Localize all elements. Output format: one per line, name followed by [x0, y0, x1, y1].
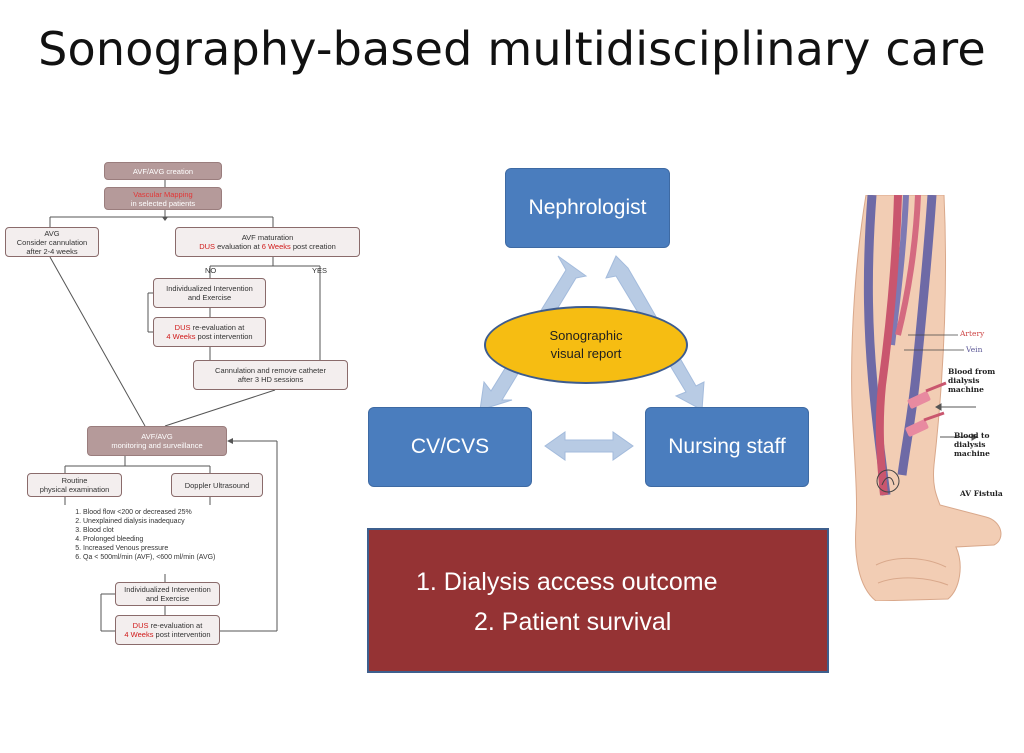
nursing-staff-box: Nursing staff	[645, 407, 809, 487]
nephrologist-box: Nephrologist	[505, 168, 670, 248]
creation-box: AVF/AVG creation	[104, 162, 222, 180]
artery-2	[895, 195, 921, 336]
individualized-intervention-box-2: Individualized Intervention and Exercise	[115, 582, 220, 606]
outcome-item: 1. Dialysis access outcome	[416, 568, 718, 596]
criteria-item: Increased Venous pressure	[83, 544, 215, 553]
routine-exam-box: Routine physical examination	[27, 473, 122, 497]
outcome-item: 2. Patient survival	[474, 608, 672, 636]
dus-reevaluation-box-2: DUS re-evaluation at 4 Weeks post interv…	[115, 615, 220, 645]
blood-to-label: Blood to dialysis machine	[954, 431, 990, 458]
criteria-item: Blood flow <200 or decreased 25%	[83, 508, 215, 517]
criteria-item: Qa < 500ml/min (AVF), <600 ml/min (AVG)	[83, 553, 215, 562]
av-fistula-illustration: Artery Vein Blood from dialysis machine …	[836, 195, 1014, 601]
artery-1	[875, 195, 902, 496]
individualized-intervention-box: Individualized Intervention and Exercise	[153, 278, 266, 308]
surveillance-criteria-list: Blood flow <200 or decreased 25% Unexpla…	[69, 508, 215, 562]
needle-tape-2	[905, 419, 929, 437]
yes-label: YES	[312, 266, 328, 275]
vein-label: Vein	[966, 345, 983, 354]
cannulation-box: Cannulation and remove catheter after 3 …	[193, 360, 348, 390]
blood-from-label: Blood from dialysis machine	[948, 367, 996, 394]
doppler-box: Doppler Ultrasound	[171, 473, 263, 497]
sonographic-report-ellipse: Sonographic visual report	[484, 306, 688, 384]
outcomes-box: 1. Dialysis access outcome 2. Patient su…	[367, 528, 829, 673]
no-label: NO	[205, 266, 217, 275]
horizontal-double-arrow	[544, 431, 634, 461]
fistula-marker	[876, 469, 900, 493]
criteria-item: Blood clot	[83, 526, 215, 535]
vein-2	[897, 195, 937, 476]
cv-cvs-box: CV/CVS	[368, 407, 532, 487]
av-fistula-label: AV Fistula	[960, 489, 1003, 498]
criteria-item: Unexplained dialysis inadequacy	[83, 517, 215, 526]
vascular-mapping-box: Vascular Mapping in selected patients	[104, 187, 222, 210]
dus-reevaluation-box: DUS re-evaluation at 4 Weeks post interv…	[153, 317, 266, 347]
avg-box: AVG Consider cannulation after 2-4 weeks	[5, 227, 99, 257]
criteria-item: Prolonged bleeding	[83, 535, 215, 544]
avf-maturation-box: AVF maturation DUS evaluation at 6 Weeks…	[175, 227, 360, 257]
needle-tape-1	[907, 391, 931, 409]
dialysis-access-flowchart: AVF/AVG creation Vascular Mapping in sel…	[5, 160, 365, 647]
vein-3	[889, 195, 909, 346]
monitoring-box: AVF/AVG monitoring and surveillance	[87, 426, 227, 456]
forearm-drawing	[851, 195, 1002, 601]
slide-title: Sonography-based multidisciplinary care	[38, 22, 986, 76]
artery-label: Artery	[960, 329, 985, 338]
flowchart-connectors	[49, 180, 321, 632]
